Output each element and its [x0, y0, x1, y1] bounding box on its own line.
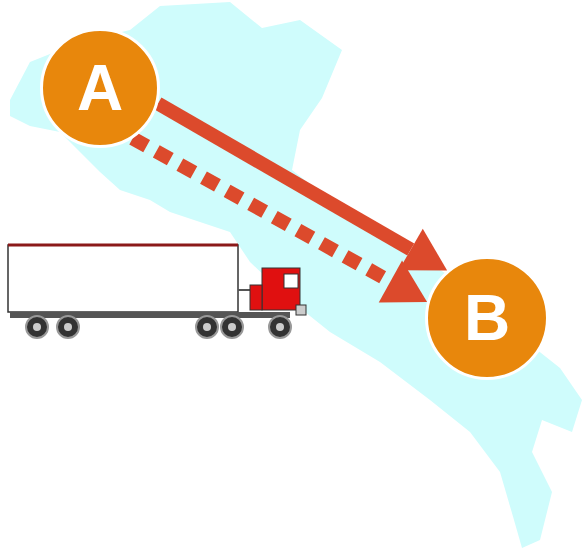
solid-arrow	[158, 104, 447, 271]
location-circle: A	[40, 28, 160, 148]
truck	[8, 245, 306, 338]
node-label: B	[464, 286, 510, 350]
dashed-arrow	[133, 138, 427, 302]
location-circle: B	[425, 256, 549, 380]
node-label: A	[77, 56, 123, 120]
